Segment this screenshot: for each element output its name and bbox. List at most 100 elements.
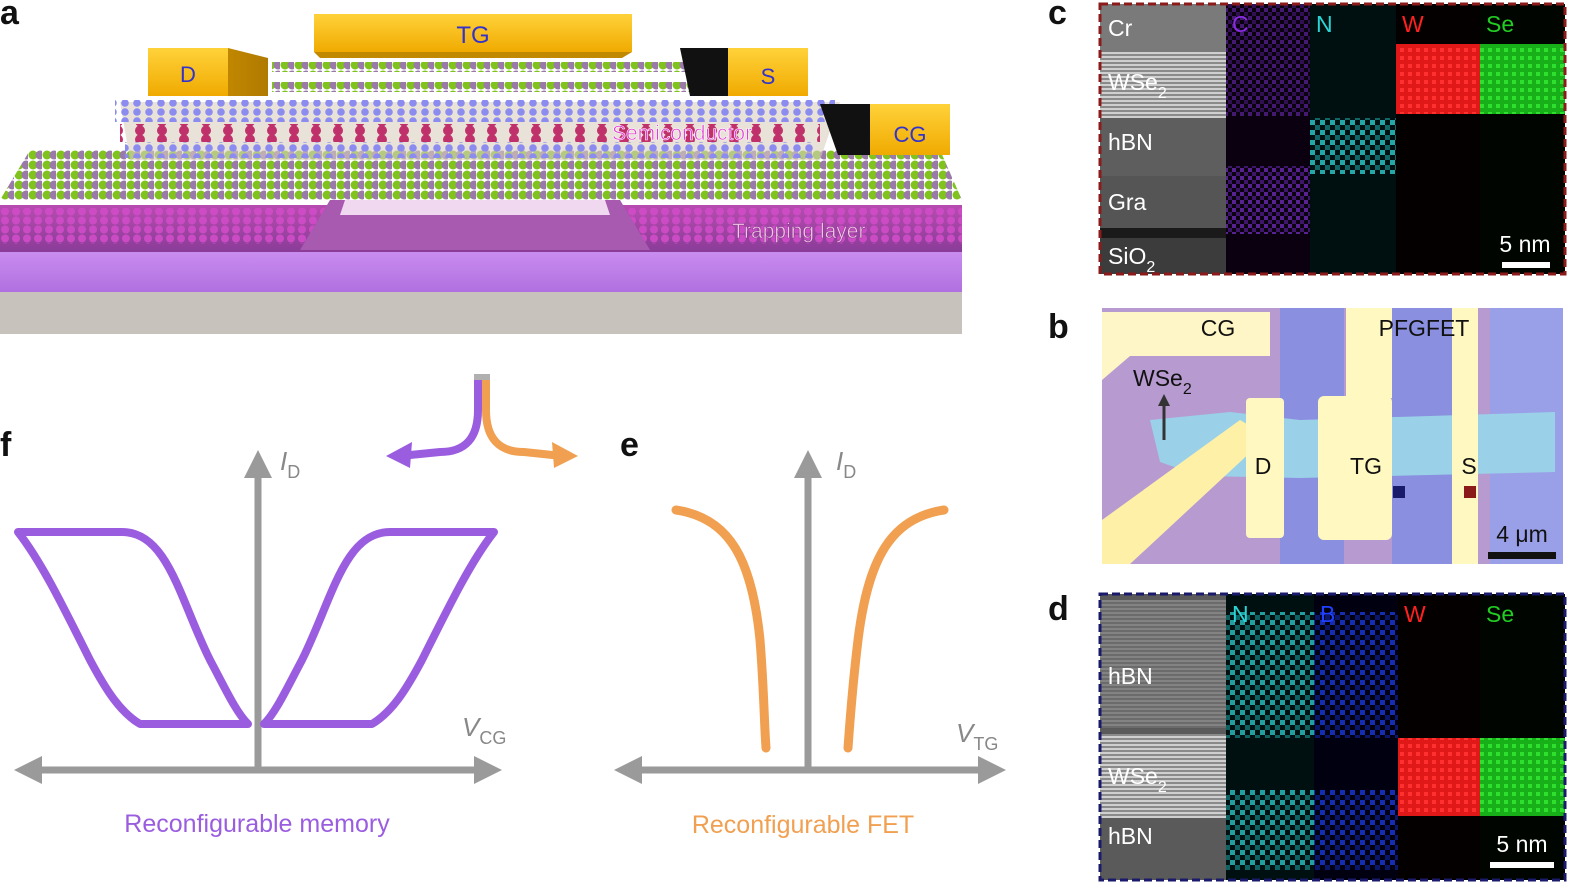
top-gate-label: TG	[456, 22, 489, 49]
split-arrow-right-head	[552, 442, 578, 468]
trapping-layer-gap-light	[340, 200, 610, 215]
b-cg-lead	[1102, 420, 1268, 564]
panel-a: a D TG S	[0, 0, 962, 334]
c-haadf-column	[1100, 4, 1226, 274]
c-map-carbon-gra	[1226, 166, 1310, 234]
d-haadf-column	[1100, 594, 1226, 880]
split-arrow-stem	[474, 374, 490, 380]
source-electrode: S	[680, 48, 808, 96]
d-layer-label-2: hBN	[1108, 823, 1153, 849]
e-x-axis-label: VTG	[956, 718, 998, 754]
split-arrow-left-branch	[399, 376, 482, 460]
d-layer-label-0: hBN	[1108, 663, 1153, 689]
d-map-nitrogen-bottom	[1226, 790, 1314, 870]
b-drain-electrode	[1246, 398, 1284, 538]
b-pfgfet-label: PFGFET	[1379, 315, 1470, 341]
c-layer-label-0: Cr	[1108, 15, 1133, 41]
c-scale-bar	[1502, 262, 1550, 268]
b-top-gate-lead	[1346, 308, 1392, 398]
fet-caption: Reconfigurable FET	[692, 811, 914, 839]
b-wse2-label: WSe2	[1133, 365, 1192, 398]
d-element-label-1: B	[1320, 601, 1335, 627]
e-y-axis-label: ID	[836, 446, 856, 482]
b-scale-bar	[1488, 552, 1556, 559]
d-element-label-2: W	[1404, 601, 1426, 627]
c-frame-border	[1098, 2, 1567, 276]
e-x-axis-left-head	[614, 756, 642, 784]
c-map-nitrogen-hbn	[1310, 118, 1396, 174]
semiconductor-top-atoms	[115, 100, 835, 122]
c-layer-label-4: SiO2	[1108, 243, 1155, 276]
fet-curve-left	[671, 505, 771, 753]
b-tg-label: TG	[1350, 453, 1382, 479]
panel-label-c: c	[1048, 0, 1067, 32]
f-x-axis-left-head	[14, 756, 42, 784]
d-scale-bar	[1490, 862, 1554, 868]
graphene-hbn-layers	[0, 150, 962, 200]
control-gate-electrode: CG	[820, 104, 950, 155]
c-layer-label-3: Gra	[1108, 189, 1147, 215]
d-map-tungsten-bg	[1398, 594, 1480, 880]
memory-caption: Reconfigurable memory	[124, 810, 390, 838]
f-y-axis-label: ID	[280, 446, 300, 482]
c-layer-label-2: hBN	[1108, 129, 1153, 155]
c-map-selenium-wse2	[1480, 44, 1565, 114]
f-x-axis-label: VCG	[462, 712, 506, 748]
c-element-label-2: W	[1402, 11, 1424, 37]
semiconductor-label: Semiconductor	[612, 122, 752, 145]
b-source-electrode	[1452, 308, 1478, 564]
c-element-label-3: Se	[1486, 11, 1514, 37]
semiconductor-metal-atoms	[120, 124, 820, 142]
panel-label-f: f	[0, 426, 12, 464]
b-marker-d	[1393, 486, 1405, 498]
c-element-label-0: C	[1232, 11, 1249, 37]
top-hbn-layer-2	[272, 82, 692, 92]
c-map-tungsten-wse2	[1396, 44, 1480, 114]
b-d-label: D	[1255, 453, 1272, 479]
panel-e: e ID VTG Reconfigurable FET	[614, 426, 1006, 839]
e-y-axis-head	[794, 450, 822, 478]
d-element-label-0: N	[1232, 601, 1249, 627]
d-layer-label-1: WSe2	[1108, 763, 1167, 796]
split-arrow-left-head	[386, 442, 412, 468]
control-gate-label: CG	[894, 122, 927, 147]
e-x-axis-right-head	[978, 756, 1006, 784]
d-map-selenium-wse2	[1480, 738, 1565, 816]
memory-loop-right	[260, 528, 498, 728]
b-marker-c	[1464, 486, 1476, 498]
panel-label-a: a	[0, 0, 20, 32]
dielectric-layer	[0, 252, 962, 292]
panel-label-b: b	[1048, 308, 1069, 346]
split-arrow	[386, 374, 578, 468]
fet-curve-right	[843, 505, 949, 753]
d-map-nitrogen-top	[1226, 612, 1314, 738]
memory-loop-left	[14, 528, 252, 728]
d-element-label-3: Se	[1486, 601, 1514, 627]
panel-label-e: e	[620, 426, 639, 464]
d-frame-border	[1098, 592, 1567, 882]
c-layer-label-1: WSe2	[1108, 69, 1167, 102]
top-hbn-layer-1	[272, 62, 692, 72]
d-scale-label: 5 nm	[1496, 831, 1547, 857]
b-wse2-arrow-head	[1158, 394, 1170, 406]
panel-d: d hBN WSe2 hBN N B W Se 5 nm	[1048, 590, 1567, 882]
panel-label-d: d	[1048, 590, 1069, 628]
d-map-boron-top	[1314, 612, 1398, 738]
b-s-label: S	[1461, 453, 1476, 479]
panel-f: f ID VCG Reconfigurable memory	[0, 426, 506, 838]
split-arrow-right-branch	[482, 376, 563, 460]
c-element-label-1: N	[1316, 11, 1333, 37]
d-map-tungsten-wse2	[1398, 738, 1480, 816]
f-x-axis-right-head	[474, 756, 502, 784]
drain-label: D	[180, 62, 196, 87]
b-top-gate-electrode	[1318, 396, 1392, 540]
b-scale-label: 4 μm	[1496, 521, 1548, 547]
d-map-selenium-bg	[1480, 594, 1565, 880]
b-cg-label: CG	[1201, 315, 1236, 341]
panel-b: b CG PFGFET WSe2 D TG S 4 μm	[1048, 308, 1563, 564]
substrate-base	[0, 290, 962, 334]
top-gate-electrode: TG	[314, 14, 632, 58]
semiconductor-bottom-atoms	[125, 142, 815, 158]
b-cg-electrode	[1102, 312, 1270, 380]
